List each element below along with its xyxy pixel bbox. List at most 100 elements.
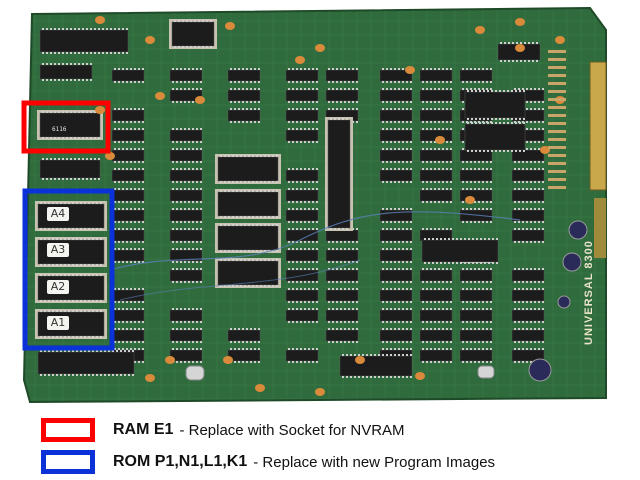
resistor bbox=[548, 90, 566, 93]
logic-chip bbox=[511, 329, 545, 342]
ram-e1-chip bbox=[39, 112, 101, 138]
logic-chip bbox=[227, 329, 261, 342]
center-eprom-4 bbox=[217, 260, 279, 286]
ic-under-ram bbox=[39, 159, 101, 179]
logic-chip bbox=[285, 249, 319, 262]
resistor bbox=[548, 114, 566, 117]
logic-chip bbox=[285, 309, 319, 322]
electrolytic-cap-3 bbox=[528, 358, 552, 382]
resistor bbox=[548, 178, 566, 181]
logic-chip bbox=[511, 169, 545, 182]
logic-chip bbox=[169, 129, 203, 142]
logic-chip bbox=[169, 329, 203, 342]
rom-chip-label-a4: A4 bbox=[47, 207, 69, 221]
ceramic-capacitor bbox=[105, 152, 115, 160]
ceramic-capacitor bbox=[415, 372, 425, 380]
legend-rom-swatch bbox=[41, 450, 95, 474]
legend-rom-code: ROM P1,N1,L1,K1 bbox=[113, 453, 248, 470]
logic-chip bbox=[459, 169, 493, 182]
logic-chip bbox=[169, 209, 203, 222]
ceramic-capacitor bbox=[295, 56, 305, 64]
logic-chip bbox=[419, 329, 453, 342]
logic-chip bbox=[169, 189, 203, 202]
logic-chip bbox=[325, 269, 359, 282]
resistor bbox=[548, 82, 566, 85]
ic-bottom-center bbox=[339, 355, 413, 377]
logic-chip bbox=[419, 169, 453, 182]
logic-chip bbox=[169, 169, 203, 182]
capacitors bbox=[95, 16, 566, 396]
logic-chip bbox=[419, 349, 453, 362]
logic-chip bbox=[459, 189, 493, 202]
logic-chip bbox=[227, 69, 261, 82]
jumper-wire-2 bbox=[119, 259, 361, 301]
logic-chip bbox=[379, 269, 413, 282]
logic-chip bbox=[511, 269, 545, 282]
center-eprom-3 bbox=[217, 225, 279, 251]
ic-top-left bbox=[39, 29, 129, 53]
ceramic-capacitor bbox=[195, 96, 205, 104]
logic-chip bbox=[169, 269, 203, 282]
logic-chip bbox=[169, 149, 203, 162]
pcb-outline bbox=[22, 6, 607, 404]
ceramic-capacitor bbox=[145, 374, 155, 382]
logic-chip bbox=[111, 149, 145, 162]
center-eprom-1 bbox=[217, 156, 279, 182]
logic-chip bbox=[419, 189, 453, 202]
electrolytic-cap-1 bbox=[568, 220, 588, 240]
board-model-text: UNIVERSAL 8300 bbox=[583, 240, 595, 345]
ceramic-capacitor bbox=[555, 36, 565, 44]
logic-chip bbox=[325, 309, 359, 322]
jumper-wire bbox=[109, 211, 521, 271]
cpu-chip bbox=[327, 119, 351, 229]
resistor bbox=[548, 146, 566, 149]
resistor bbox=[548, 170, 566, 173]
circuit-board-photo: 6116 A4 A3 A2 A1 UNIVERSAL 8300 bbox=[21, 6, 607, 404]
center-eprom-2 bbox=[217, 191, 279, 217]
logic-chip bbox=[511, 309, 545, 322]
logic-chip bbox=[419, 309, 453, 322]
electrolytic-cap-2 bbox=[562, 252, 582, 272]
logic-chip bbox=[285, 89, 319, 102]
resistor bbox=[548, 66, 566, 69]
legend-ram-swatch bbox=[41, 418, 95, 442]
logic-chip bbox=[379, 289, 413, 302]
logic-chip bbox=[511, 289, 545, 302]
logic-chip bbox=[379, 229, 413, 242]
edge-connector bbox=[589, 61, 607, 191]
ceramic-capacitor bbox=[95, 106, 105, 114]
logic-chip bbox=[459, 69, 493, 82]
logic-chip bbox=[325, 289, 359, 302]
resistor bbox=[548, 122, 566, 125]
ic-right-1 bbox=[464, 91, 526, 119]
logic-chip bbox=[325, 249, 359, 262]
logic-chip bbox=[419, 89, 453, 102]
logic-chip bbox=[379, 169, 413, 182]
legend-ram-description: - Replace with Socket for NVRAM bbox=[179, 421, 405, 439]
edge-connector-lower bbox=[594, 198, 606, 258]
logic-chip bbox=[285, 289, 319, 302]
logic-chip bbox=[111, 229, 145, 242]
logic-chip bbox=[379, 109, 413, 122]
ceramic-capacitor bbox=[145, 36, 155, 44]
ceramic-capacitor bbox=[225, 22, 235, 30]
legend-ram-code: RAM E1 bbox=[113, 421, 174, 438]
logic-chip bbox=[511, 229, 545, 242]
logic-chip bbox=[111, 249, 145, 262]
ceramic-capacitor bbox=[475, 26, 485, 34]
logic-chip bbox=[511, 189, 545, 202]
logic-chip bbox=[419, 289, 453, 302]
logic-chip bbox=[111, 129, 145, 142]
resistor bbox=[548, 106, 566, 109]
logic-chip bbox=[419, 109, 453, 122]
legend-rom: ROM P1,N1,L1,K1 - Replace with new Progr… bbox=[41, 449, 495, 475]
electrolytic-cap-4 bbox=[557, 295, 571, 309]
logic-chip bbox=[285, 189, 319, 202]
legend-rom-description: - Replace with new Program Images bbox=[253, 453, 496, 471]
ceramic-capacitor bbox=[315, 388, 325, 396]
ceramic-capacitor bbox=[405, 66, 415, 74]
logic-chip bbox=[285, 169, 319, 182]
ceramic-capacitor bbox=[355, 356, 365, 364]
logic-chip bbox=[285, 129, 319, 142]
ram-highlight-box bbox=[21, 100, 111, 154]
